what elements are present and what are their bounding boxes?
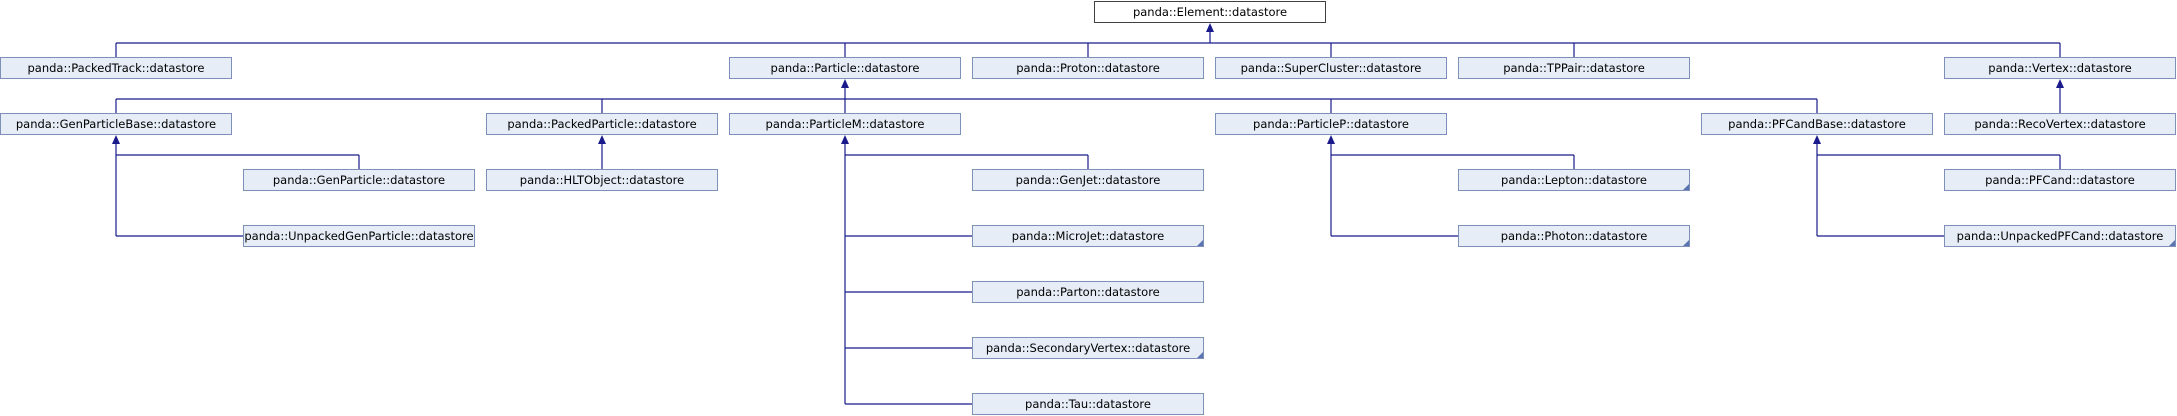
has-subclasses-icon (1197, 352, 1203, 358)
node-unpackedpfcand[interactable]: panda::UnpackedPFCand::datastore (1944, 225, 2176, 247)
node-secondaryvertex[interactable]: panda::SecondaryVertex::datastore (972, 337, 1204, 359)
edge-arrowhead (1813, 135, 1821, 144)
node-particlep[interactable]: panda::ParticleP::datastore (1215, 113, 1447, 135)
node-proton[interactable]: panda::Proton::datastore (972, 57, 1204, 79)
node-lepton[interactable]: panda::Lepton::datastore (1458, 169, 1690, 191)
edge-arrowhead (841, 135, 849, 144)
has-subclasses-icon (1683, 240, 1689, 246)
has-subclasses-icon (2169, 240, 2175, 246)
node-microjet-label: panda::MicroJet::datastore (1011, 229, 1165, 243)
node-photon[interactable]: panda::Photon::datastore (1458, 225, 1690, 247)
node-recovertex[interactable]: panda::RecoVertex::datastore (1944, 113, 2176, 135)
node-supercluster[interactable]: panda::SuperCluster::datastore (1215, 57, 1447, 79)
edge-arrowhead (841, 79, 849, 88)
node-tppair[interactable]: panda::TPPair::datastore (1458, 57, 1690, 79)
node-vertex[interactable]: panda::Vertex::datastore (1944, 57, 2176, 79)
node-microjet[interactable]: panda::MicroJet::datastore (972, 225, 1204, 247)
has-subclasses-icon (1197, 240, 1203, 246)
edge-arrowhead (2056, 79, 2064, 88)
node-genparticlebase[interactable]: panda::GenParticleBase::datastore (0, 113, 232, 135)
node-genparticle[interactable]: panda::GenParticle::datastore (243, 169, 475, 191)
edge-arrowhead (598, 135, 606, 144)
edge-arrowhead (1327, 135, 1335, 144)
node-secondaryvertex-label: panda::SecondaryVertex::datastore (985, 341, 1191, 355)
node-photon-label: panda::Photon::datastore (1500, 229, 1648, 243)
node-tau[interactable]: panda::Tau::datastore (972, 393, 1204, 415)
node-genjet[interactable]: panda::GenJet::datastore (972, 169, 1204, 191)
node-lepton-label: panda::Lepton::datastore (1501, 173, 1647, 187)
edge-arrowhead (112, 135, 120, 144)
node-particlem[interactable]: panda::ParticleM::datastore (729, 113, 961, 135)
node-parton[interactable]: panda::Parton::datastore (972, 281, 1204, 303)
node-pfcandbase[interactable]: panda::PFCandBase::datastore (1701, 113, 1933, 135)
node-pfcand[interactable]: panda::PFCand::datastore (1944, 169, 2176, 191)
node-element[interactable]: panda::Element::datastore (1094, 1, 1326, 23)
node-unpackedpfcand-label: panda::UnpackedPFCand::datastore (1956, 229, 2164, 243)
node-unpackedgenparticle[interactable]: panda::UnpackedGenParticle::datastore (243, 225, 475, 247)
node-packedtrack[interactable]: panda::PackedTrack::datastore (0, 57, 232, 79)
edge-arrowhead (1206, 23, 1214, 32)
node-hltobject[interactable]: panda::HLTObject::datastore (486, 169, 718, 191)
node-particle[interactable]: panda::Particle::datastore (729, 57, 961, 79)
node-packedparticle[interactable]: panda::PackedParticle::datastore (486, 113, 718, 135)
has-subclasses-icon (1683, 184, 1689, 190)
